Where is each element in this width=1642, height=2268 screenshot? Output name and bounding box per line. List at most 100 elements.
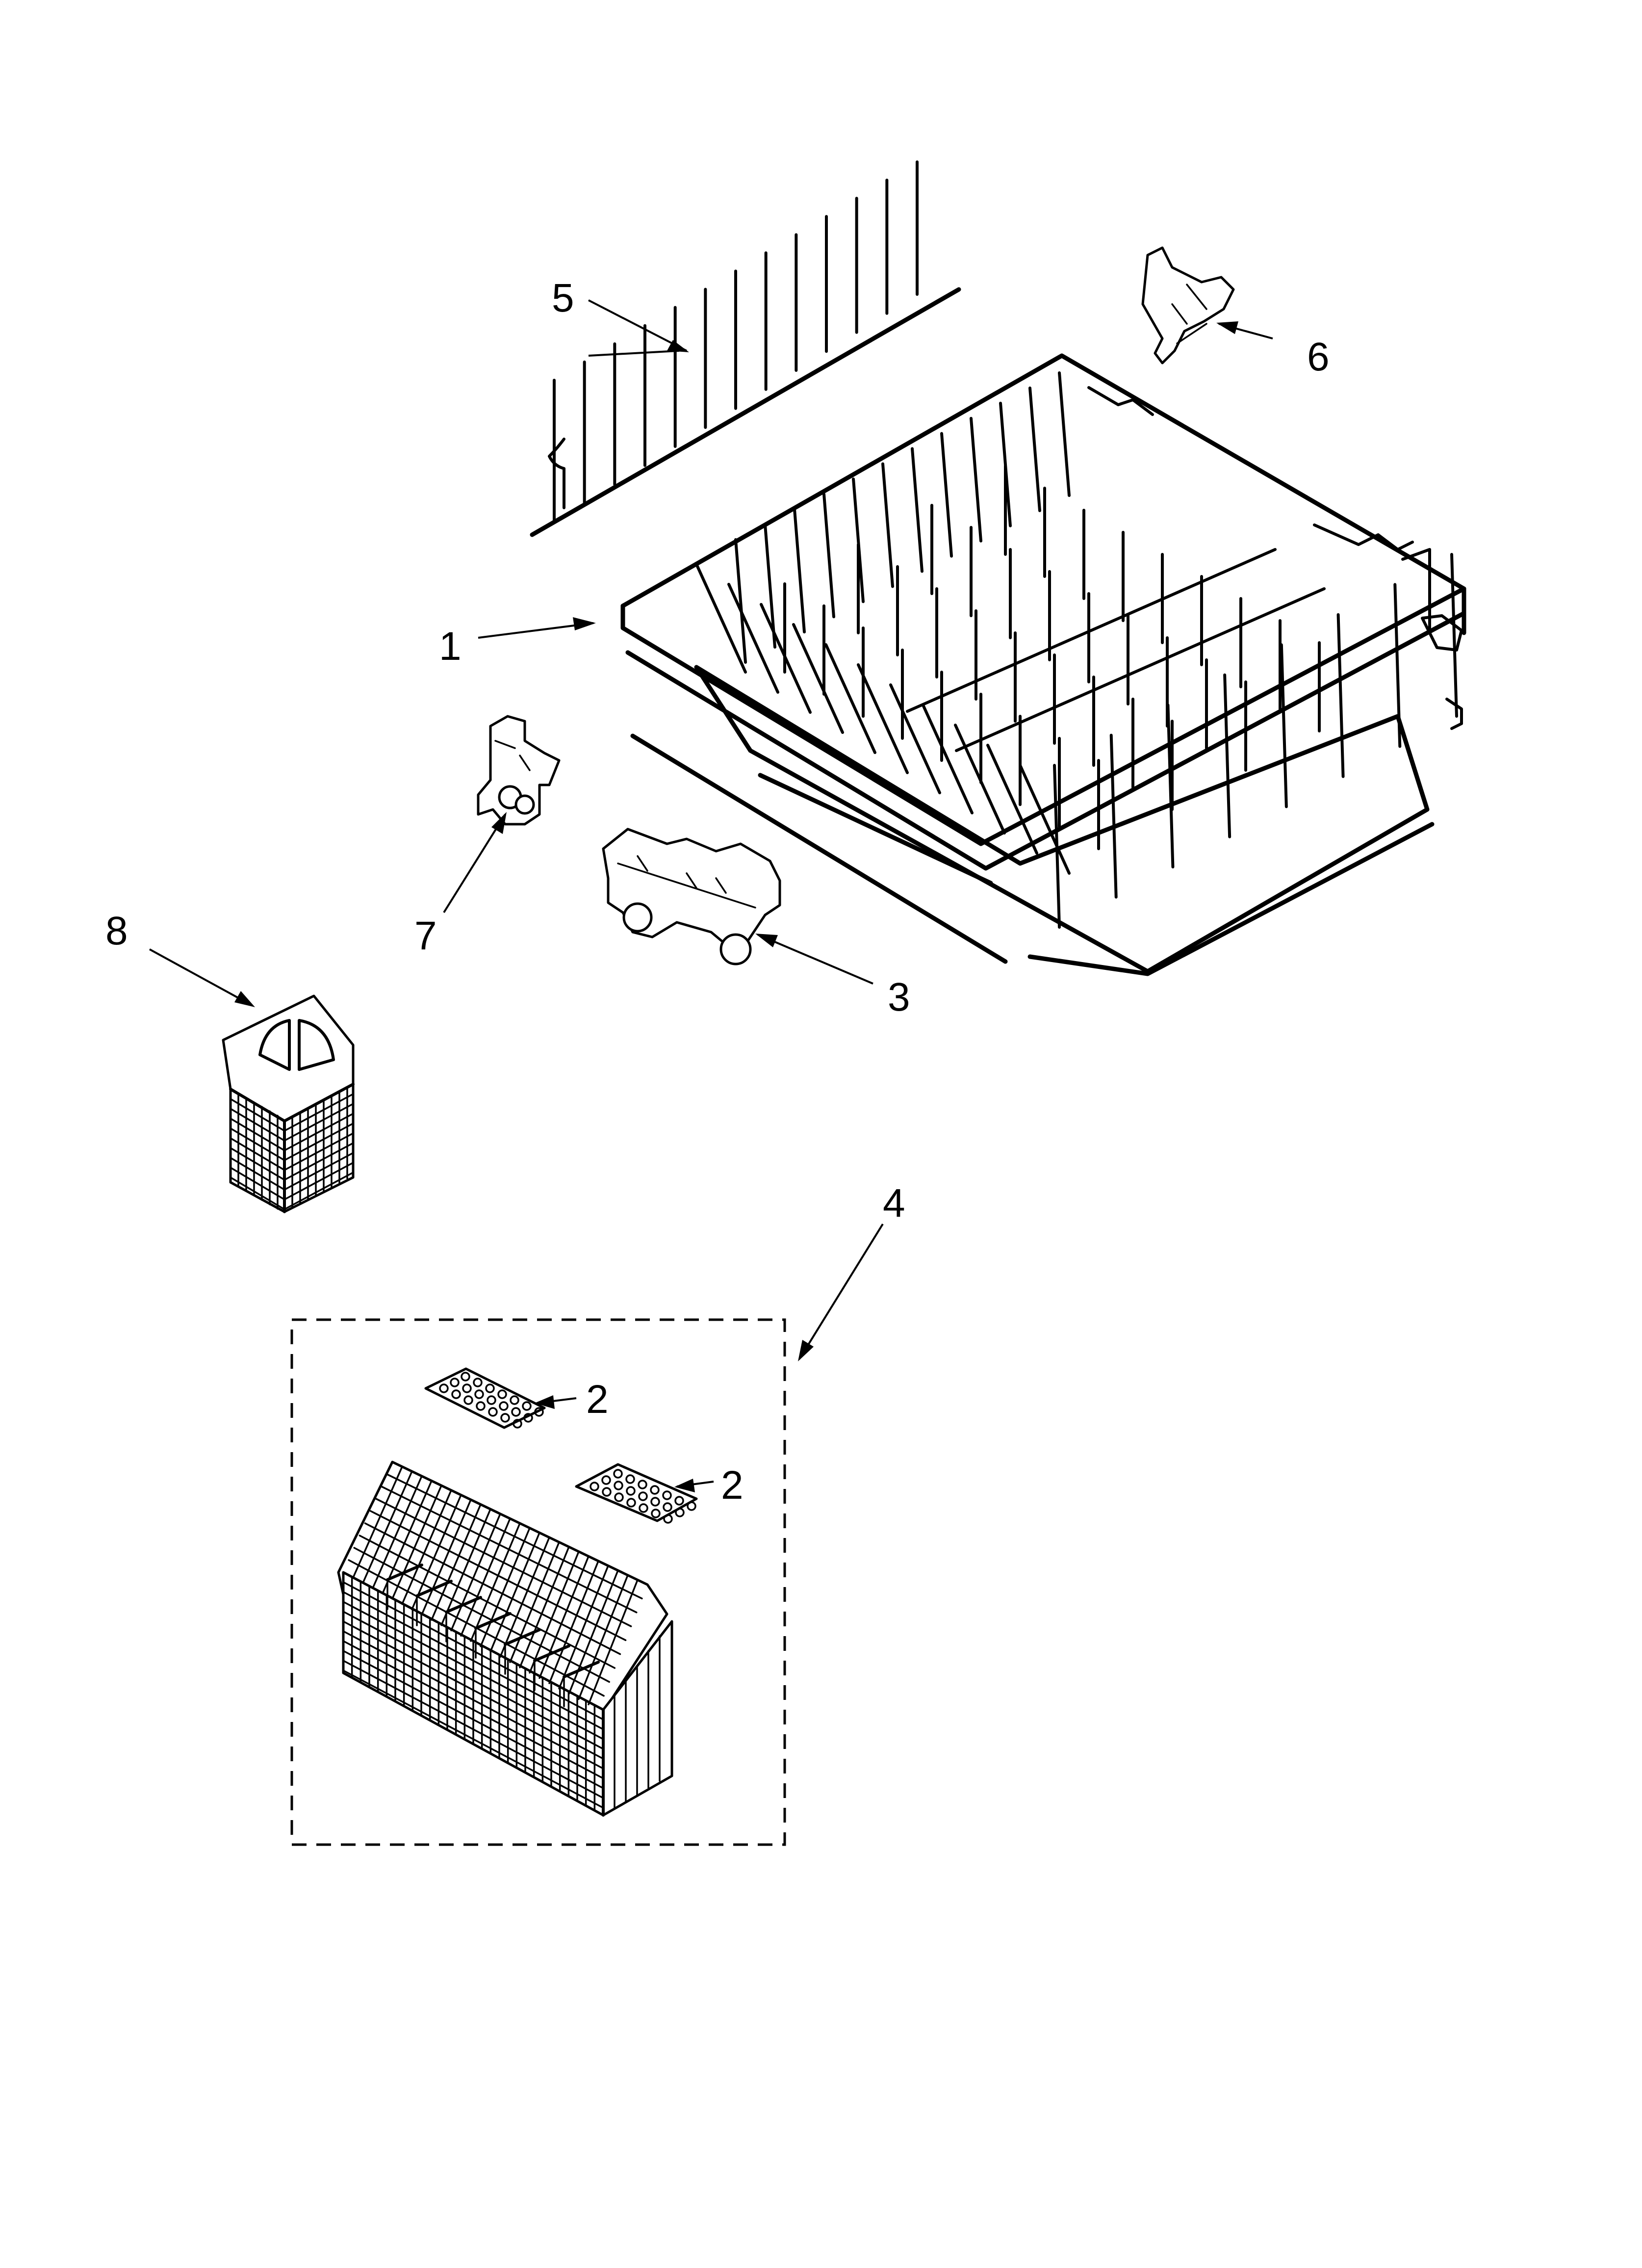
callout-6: 6 bbox=[1307, 335, 1330, 379]
line-art bbox=[663, 1514, 673, 1524]
line-art bbox=[283, 1172, 354, 1210]
line-art bbox=[342, 1660, 604, 1799]
line-art bbox=[488, 1407, 498, 1417]
line-art bbox=[857, 663, 909, 774]
line-art bbox=[386, 1564, 423, 1581]
line-art bbox=[563, 1661, 600, 1678]
line-art bbox=[1450, 553, 1458, 718]
kit-dashed-outline bbox=[290, 1318, 786, 1846]
line-art bbox=[1053, 764, 1061, 929]
line-art bbox=[411, 1494, 462, 1611]
line-art bbox=[663, 1502, 672, 1512]
line-art bbox=[504, 1628, 541, 1646]
line-art bbox=[230, 1108, 285, 1142]
line-art bbox=[626, 1486, 636, 1496]
line-art bbox=[476, 1401, 486, 1411]
line-art bbox=[625, 1474, 635, 1484]
line-art bbox=[283, 1113, 354, 1151]
line-art bbox=[764, 523, 776, 649]
part-4-large-silverware-basket bbox=[337, 1460, 673, 1817]
line-art bbox=[283, 1132, 354, 1171]
line-art bbox=[674, 1496, 684, 1506]
line-art bbox=[283, 1103, 354, 1142]
line-art bbox=[534, 1407, 544, 1417]
callout-labels: 5 6 1 7 8 3 4 2 2 bbox=[105, 276, 1330, 1508]
line-art bbox=[342, 1669, 604, 1809]
line-art bbox=[431, 1503, 482, 1621]
line-art bbox=[1280, 643, 1288, 808]
line-art bbox=[401, 1489, 452, 1605]
line-art bbox=[451, 1389, 461, 1399]
line-art bbox=[369, 1510, 627, 1642]
line-art bbox=[881, 462, 894, 588]
line-art bbox=[986, 744, 1038, 855]
line-art bbox=[230, 1167, 285, 1200]
line-art bbox=[911, 447, 924, 573]
line-art bbox=[382, 1480, 433, 1594]
line-art bbox=[523, 1413, 533, 1423]
line-art bbox=[822, 493, 835, 619]
part-7-rack-roller bbox=[477, 715, 561, 826]
line-art bbox=[497, 1389, 507, 1399]
line-art bbox=[999, 401, 1012, 527]
line-art bbox=[940, 432, 953, 558]
line-art bbox=[352, 1465, 403, 1579]
line-art bbox=[590, 1482, 599, 1491]
line-art bbox=[558, 1564, 609, 1690]
line-art bbox=[650, 1497, 660, 1507]
line-art bbox=[375, 1498, 632, 1627]
line-art bbox=[342, 1620, 604, 1760]
callout-5: 5 bbox=[552, 276, 574, 320]
line-art bbox=[758, 773, 993, 886]
line-art bbox=[651, 1509, 661, 1518]
part-3-wheel-bracket bbox=[602, 828, 781, 965]
line-art bbox=[727, 583, 779, 694]
callout-leaders bbox=[149, 299, 1273, 1492]
line-art bbox=[588, 1579, 639, 1705]
line-art bbox=[852, 477, 865, 603]
line-art bbox=[439, 1383, 449, 1393]
line-art bbox=[283, 1162, 354, 1200]
line-art bbox=[955, 587, 1326, 752]
line-art bbox=[230, 1157, 285, 1191]
line-art bbox=[509, 1541, 560, 1663]
line-art bbox=[638, 1491, 648, 1501]
part-2-basket-cover-lower bbox=[575, 1463, 698, 1524]
line-art bbox=[793, 508, 806, 634]
line-art bbox=[283, 1152, 354, 1191]
line-art bbox=[283, 1122, 354, 1161]
line-art bbox=[421, 1499, 472, 1616]
line-art bbox=[230, 1137, 285, 1171]
line-art bbox=[391, 1485, 442, 1600]
line-art bbox=[485, 1383, 495, 1393]
line-art bbox=[639, 1503, 648, 1513]
line-art bbox=[230, 1176, 285, 1210]
line-art bbox=[638, 1480, 647, 1489]
line-art bbox=[513, 1419, 522, 1429]
line-art bbox=[342, 1640, 604, 1779]
line-art bbox=[440, 1508, 491, 1626]
line-art bbox=[650, 1485, 660, 1495]
line-art bbox=[614, 1481, 623, 1490]
line-art bbox=[613, 1469, 623, 1479]
line-art bbox=[906, 548, 1277, 713]
line-art bbox=[695, 563, 747, 674]
line-art bbox=[522, 1401, 532, 1411]
line-art bbox=[626, 1498, 636, 1508]
line-art bbox=[601, 1475, 611, 1485]
line-art bbox=[230, 1118, 285, 1151]
line-art bbox=[519, 1546, 570, 1668]
line-art bbox=[578, 1574, 629, 1700]
line-art bbox=[1223, 673, 1232, 838]
line-art bbox=[450, 1378, 460, 1387]
line-art bbox=[283, 1093, 354, 1132]
line-art bbox=[342, 1611, 604, 1750]
line-art bbox=[792, 623, 844, 734]
line-art bbox=[359, 1535, 616, 1669]
callout-7: 7 bbox=[414, 913, 437, 958]
line-art bbox=[614, 1492, 624, 1502]
line-art bbox=[511, 1407, 521, 1417]
line-art bbox=[487, 1395, 496, 1405]
line-art bbox=[474, 1389, 484, 1399]
